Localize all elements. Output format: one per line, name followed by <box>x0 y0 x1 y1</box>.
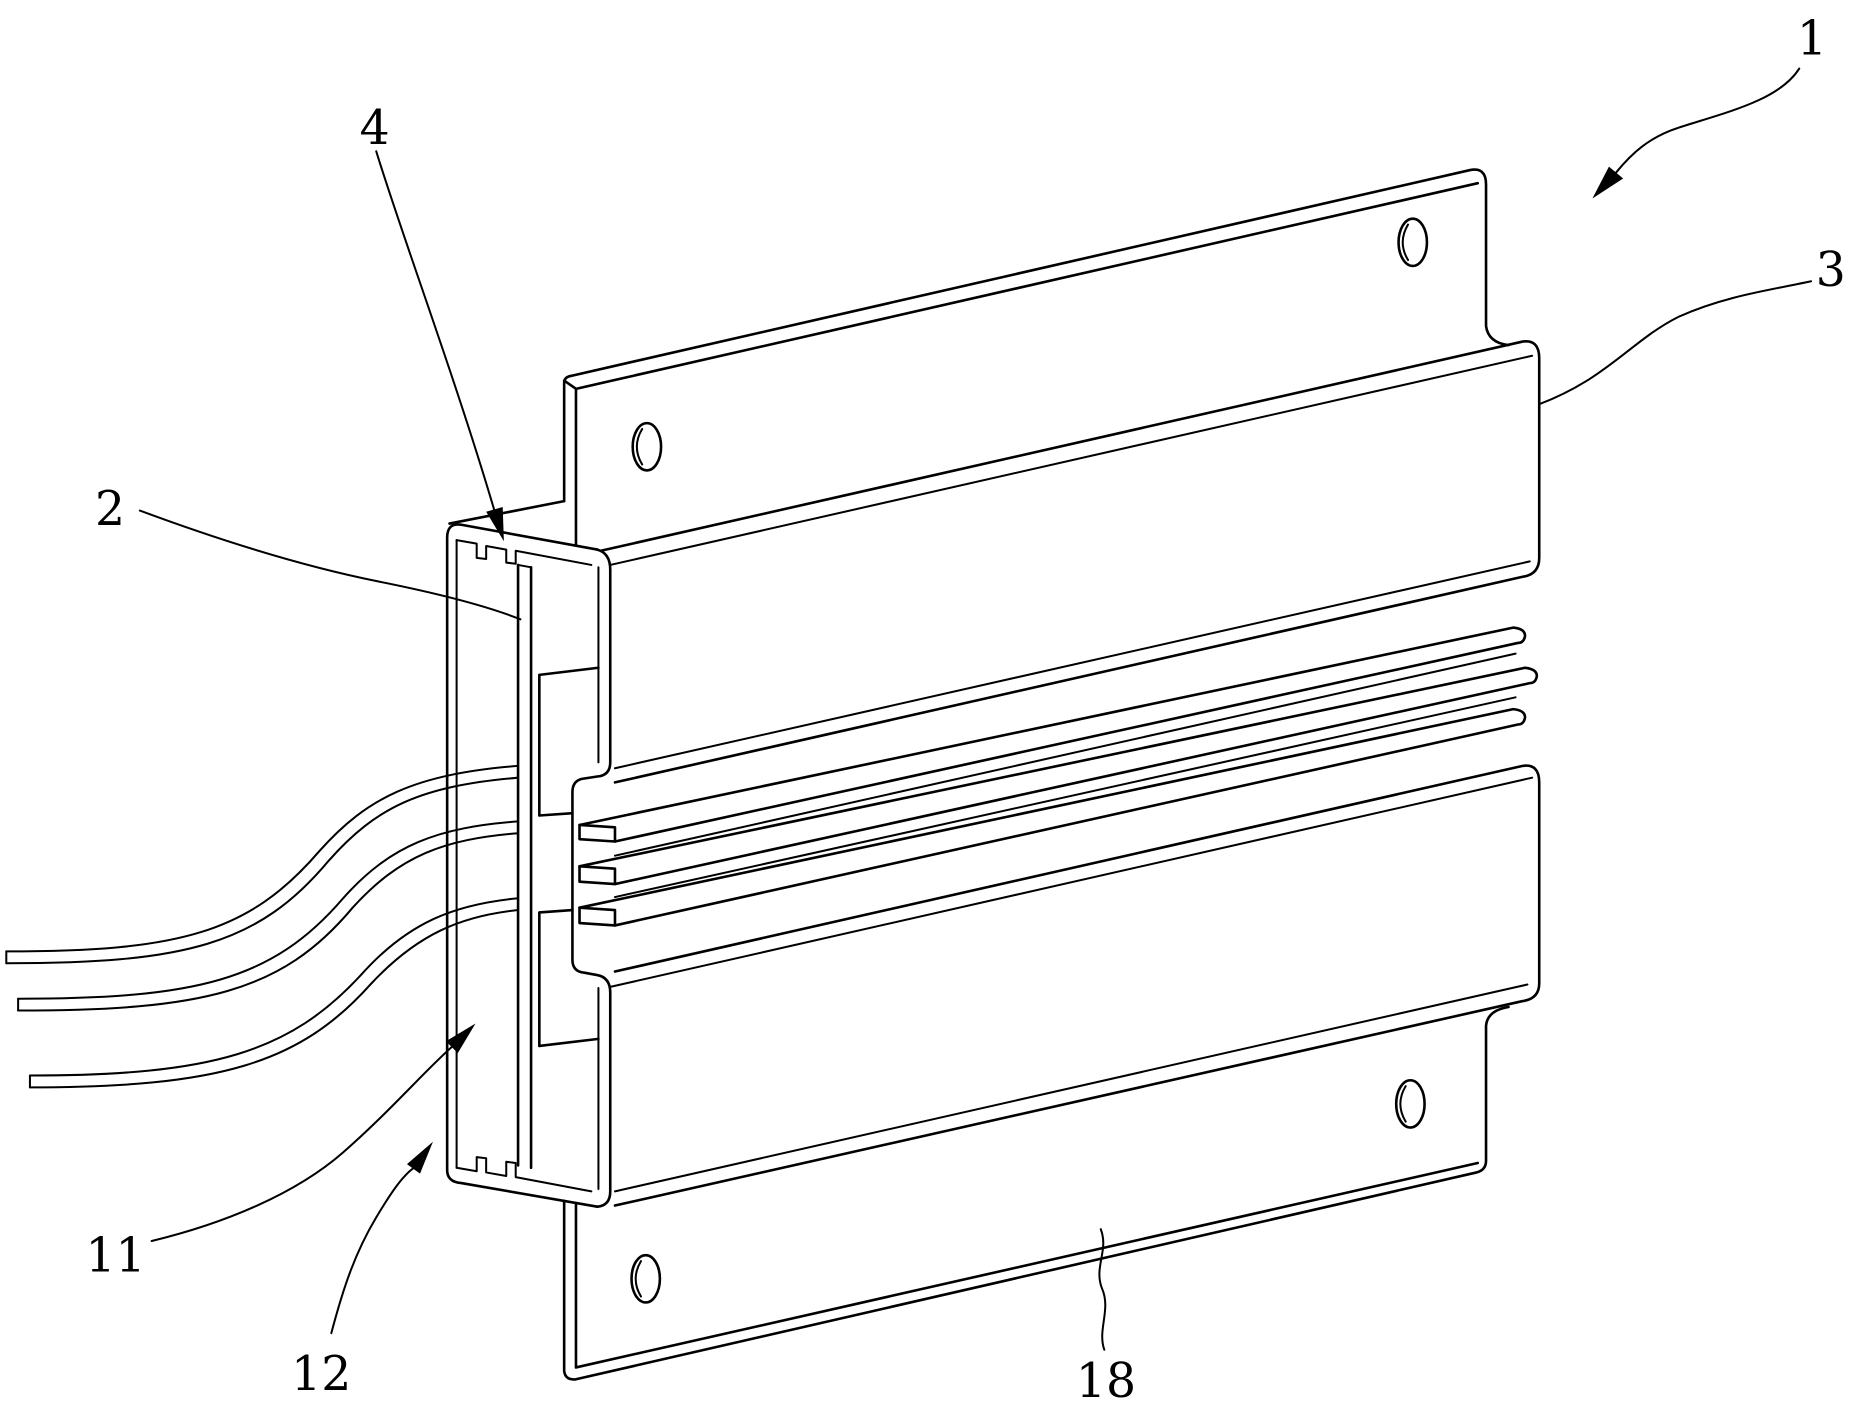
lower-flange-thickness-edge <box>576 1163 1478 1367</box>
mounting-hole <box>633 423 661 470</box>
lower-housing-top-edge-line <box>610 778 1532 987</box>
reference-numeral-1: 1 <box>1797 11 1827 66</box>
hole-inner-edge <box>1400 1086 1405 1121</box>
leader-2 <box>140 511 521 620</box>
upper-flange-thickness-edge <box>576 183 1478 545</box>
component-block-lower <box>539 910 598 1046</box>
arrowhead-4 <box>486 507 504 541</box>
fin-1 <box>580 628 1526 842</box>
reference-numeral-12: 12 <box>291 1347 351 1402</box>
housing-end-profile <box>572 550 610 1207</box>
fin-1-edges <box>580 628 1526 842</box>
lower-housing-outline <box>615 766 1539 1206</box>
mounting-holes <box>632 219 1427 1303</box>
wire-edge <box>30 910 518 1087</box>
wire-edge <box>18 821 518 998</box>
hole-inner-edge <box>636 1261 641 1296</box>
mounting-hole <box>1396 1080 1424 1127</box>
leader-1 <box>1616 69 1799 173</box>
wire-edge <box>30 898 518 1075</box>
lead-wire <box>6 766 518 963</box>
reference-numeral-3: 3 <box>1816 243 1846 298</box>
reference-numeral-2: 2 <box>95 482 125 537</box>
electronic-components <box>539 668 598 1046</box>
lower-flange-outer-edge <box>564 1007 1508 1379</box>
reference-numerals: 1 3 4 2 11 12 18 <box>85 11 1845 1409</box>
upper-housing-bottom-edge-line <box>615 561 1530 768</box>
leader-lines <box>140 69 1811 1350</box>
reference-numeral-11: 11 <box>85 1229 145 1284</box>
mounting-hole <box>1399 219 1427 266</box>
upper-housing-top-edge-line <box>610 356 1532 565</box>
fin-3-end-face <box>580 908 615 926</box>
fin-2 <box>580 668 1537 884</box>
wire-edge <box>18 833 518 1010</box>
reference-numeral-18: 18 <box>1076 1354 1136 1409</box>
upper-flange <box>564 170 1508 545</box>
wire-edge <box>6 778 518 964</box>
leader-3 <box>1539 281 1811 404</box>
inner-circuit-plate <box>518 565 531 1168</box>
lower-flange <box>564 1007 1508 1379</box>
reference-numeral-4: 4 <box>360 101 390 156</box>
lower-housing-bottom-edge-line <box>615 985 1527 1192</box>
leader-4 <box>376 151 494 510</box>
upper-flange-top-cap <box>564 381 576 389</box>
upper-housing <box>601 341 1539 782</box>
leader-12 <box>331 1168 414 1333</box>
hole-inner-edge <box>637 429 642 464</box>
mounting-hole <box>632 1255 660 1302</box>
lead-wires <box>6 766 518 1087</box>
fin-2-edges <box>580 668 1537 884</box>
leader-11 <box>152 1045 455 1241</box>
wire-edge <box>6 766 518 952</box>
end-face-channel <box>447 501 610 1207</box>
upper-housing-outline <box>601 341 1539 782</box>
fin-2-end-face <box>580 866 615 884</box>
plate-top-cap <box>518 565 531 567</box>
channel-top-back-edge <box>450 501 565 523</box>
channel-outer-wall <box>447 524 597 1206</box>
fin-1-end-face <box>580 825 615 842</box>
component-block-upper <box>539 668 598 816</box>
arrowhead-1 <box>1592 167 1623 199</box>
arrowhead-12 <box>407 1142 433 1174</box>
hole-inner-edge <box>1403 225 1408 260</box>
lead-wire <box>30 898 518 1087</box>
fins <box>580 628 1537 926</box>
